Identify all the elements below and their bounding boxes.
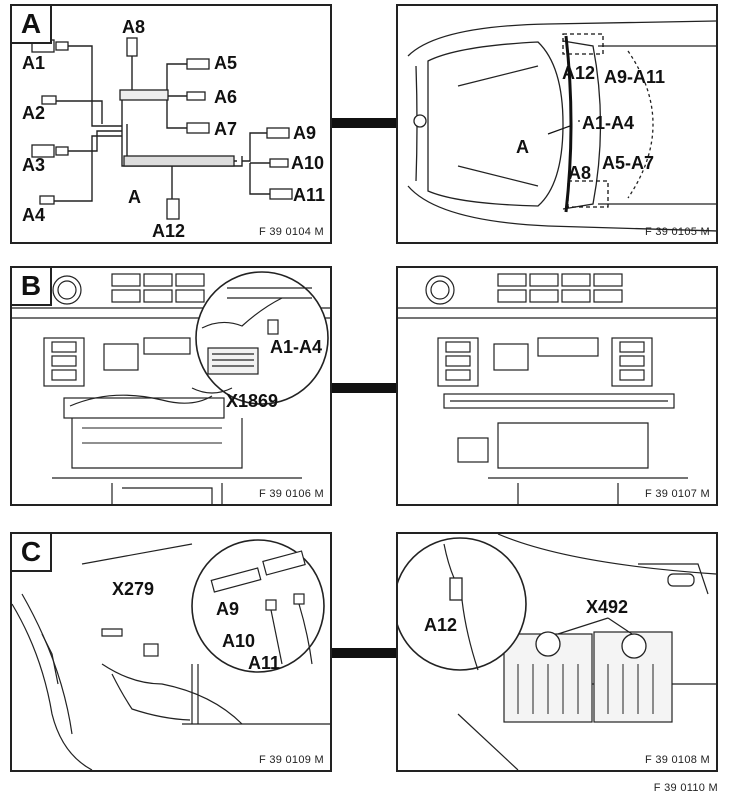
figure-code: F 39 0106 M (258, 488, 324, 500)
console-open-drawing (12, 271, 330, 504)
panel-c-x492: A12 X492 F 39 0108 M (396, 532, 718, 772)
panel-c-floor: C X279 A9 A10 A11 F 39 0109 M (10, 532, 332, 772)
label-x279: X279 (112, 579, 155, 599)
label-a-location: A (516, 137, 529, 157)
label-a12: A12 (152, 221, 186, 241)
label-a5-a7-location: A5-A7 (602, 153, 655, 173)
label-a1-a4-location: A1-A4 (582, 113, 635, 133)
section-letter-b: B (12, 268, 52, 306)
label-a4: A4 (22, 205, 46, 225)
label-a11: A11 (293, 185, 326, 205)
label-a1-a4: A1-A4 (270, 337, 323, 357)
connector-b (332, 383, 396, 393)
figure-code: F 39 0105 M (644, 226, 710, 238)
harness-drawing (31, 37, 293, 220)
panel-b-console-open: B A1-A4 X1869 (10, 266, 332, 506)
panel-a-harness: A (10, 4, 332, 244)
label-x1869: X1869 (226, 391, 279, 411)
footer-figure-code: F 39 0110 M (653, 782, 718, 794)
car-top-drawing (407, 20, 716, 232)
section-letter-c: C (12, 534, 52, 572)
figure-code: F 39 0104 M (258, 226, 324, 238)
x492-drawing (398, 534, 716, 770)
label-a8: A8 (122, 17, 146, 37)
figure-code: F 39 0107 M (644, 488, 710, 500)
label-a9: A9 (216, 599, 240, 619)
figure-code: F 39 0109 M (258, 754, 324, 766)
floor-drawing (12, 539, 330, 770)
label-a-harness: A (128, 187, 141, 207)
label-a7: A7 (214, 119, 238, 139)
label-a12: A12 (424, 615, 458, 635)
label-a2: A2 (22, 103, 46, 123)
label-a10: A10 (291, 153, 325, 173)
panel-a-car-top: A12 A9-A11 A1-A4 A A8 A5-A7 F 39 0105 M (396, 4, 718, 244)
connector-a (332, 118, 396, 128)
label-a3: A3 (22, 155, 46, 175)
label-a8-location: A8 (568, 163, 592, 183)
label-a10: A10 (222, 631, 256, 651)
section-letter-a: A (12, 6, 52, 44)
label-a1: A1 (22, 53, 46, 73)
figure-code: F 39 0108 M (644, 754, 710, 766)
label-a9: A9 (293, 123, 317, 143)
label-a12-location: A12 (562, 63, 596, 83)
panel-b-console-closed: F 39 0107 M (396, 266, 718, 506)
connector-c (332, 648, 396, 658)
console-closed-drawing (398, 273, 716, 504)
label-a6: A6 (214, 87, 238, 107)
label-x492: X492 (586, 597, 629, 617)
label-a11: A11 (248, 653, 281, 673)
label-a9-a11-location: A9-A11 (604, 67, 666, 87)
label-a5: A5 (214, 53, 238, 73)
